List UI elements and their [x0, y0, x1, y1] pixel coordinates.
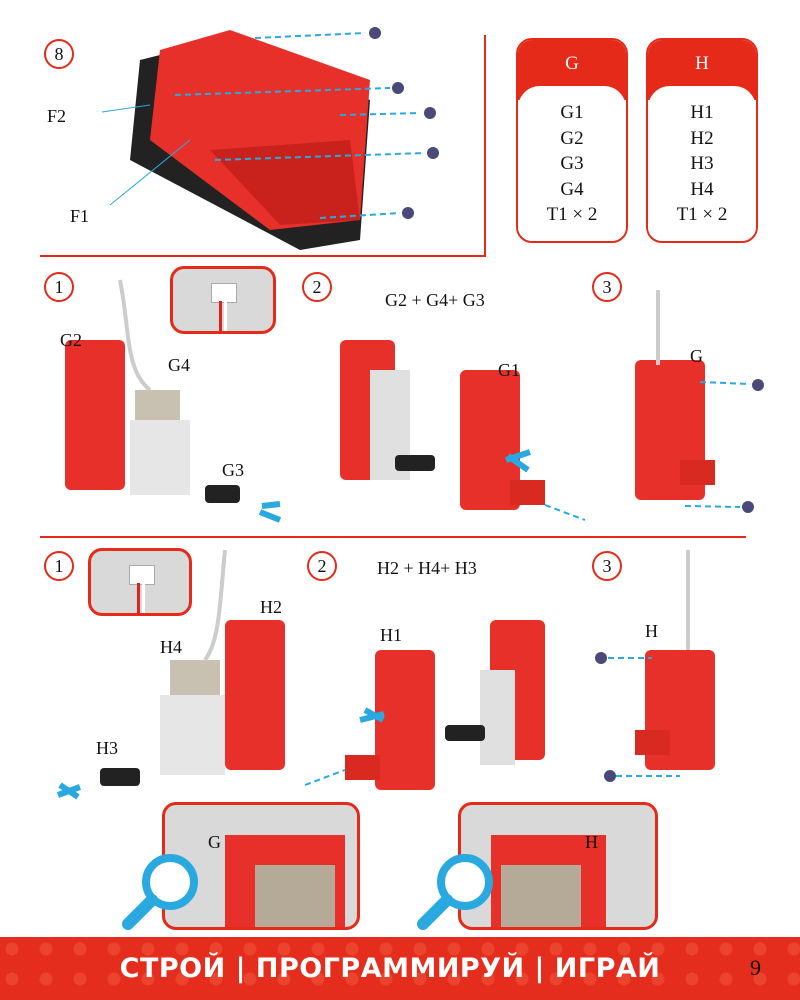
label-h2: H2 — [260, 597, 282, 617]
detail-label-h: H — [585, 832, 598, 852]
divider-vertical — [484, 35, 486, 257]
label-f1: F1 — [70, 206, 90, 226]
divider-middle — [40, 536, 746, 538]
label-g-combo: G2 + G4+ G3 — [385, 290, 485, 310]
label-g1: G1 — [498, 360, 520, 380]
magnifier-icon — [122, 854, 198, 930]
part-item: T1 × 2 — [546, 204, 598, 225]
part-item: H1 — [690, 102, 714, 123]
label-h-combo: H2 + H4+ H3 — [377, 558, 477, 578]
label-g4: G4 — [168, 355, 190, 375]
label-f2: F2 — [47, 106, 67, 126]
parts-list-h: H H1 H2 H3 H4 T1 × 2 — [646, 38, 758, 243]
row-h-step-3-number: 3 — [592, 551, 622, 581]
row-g-step-2-number: 2 — [302, 272, 332, 302]
detail-label-g: G — [208, 832, 221, 852]
connector-detail-inset — [88, 548, 192, 616]
label-g3: G3 — [222, 460, 244, 480]
label-g2: G2 — [60, 330, 82, 350]
part-item: H4 — [690, 178, 714, 200]
divider-top — [40, 255, 486, 257]
servo-h-assembly-illustration — [56, 549, 715, 800]
detail-inset-h — [458, 802, 658, 930]
row-g-step-1-number: 1 — [44, 272, 74, 302]
part-item: T1 × 2 — [676, 204, 728, 225]
label-h3: H3 — [96, 738, 118, 758]
label-h4: H4 — [160, 637, 182, 657]
part-item: G3 — [560, 153, 584, 174]
row-h-step-1-number: 1 — [44, 551, 74, 581]
part-item: H3 — [690, 153, 714, 174]
row-h-step-2-number: 2 — [307, 551, 337, 581]
part-item: G2 — [560, 127, 584, 149]
parts-list-g: G G1 G2 G3 G4 T1 × 2 — [516, 38, 628, 243]
magnifier-icon — [417, 854, 493, 930]
footer-slogan: СТРОЙ | ПРОГРАММИРУЙ | ИГРАЙ — [119, 953, 661, 984]
hand-assembly-illustration — [101, 27, 439, 250]
part-item: G1 — [560, 102, 584, 123]
label-h1: H1 — [380, 625, 402, 645]
label-g: G — [690, 346, 703, 366]
page-number: 9 — [750, 955, 761, 980]
footer-band: СТРОЙ | ПРОГРАММИРУЙ | ИГРАЙ 9 — [0, 937, 800, 1000]
detail-inset-g — [162, 802, 360, 930]
part-item: H2 — [690, 127, 714, 149]
part-item: G4 — [560, 178, 584, 200]
connector-detail-inset — [170, 266, 276, 334]
label-h: H — [645, 621, 658, 641]
row-g-step-3-number: 3 — [592, 272, 622, 302]
step-8-number: 8 — [44, 39, 74, 69]
servo-g-assembly-illustration — [65, 279, 764, 523]
